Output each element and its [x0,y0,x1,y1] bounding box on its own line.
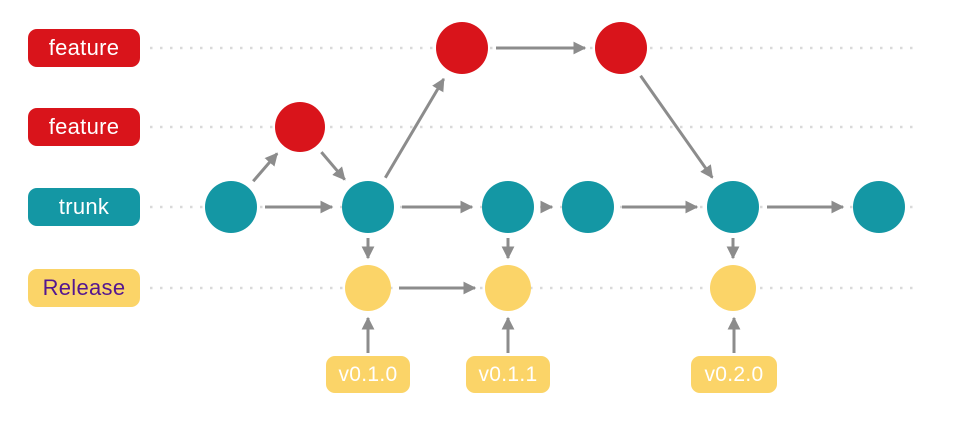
lane-label-feature-b: feature [28,108,140,146]
release-tag-v0-2-0: v0.2.0 [691,356,777,393]
edge-trunk-1-to-feature-b-1 [252,152,279,183]
commit-node-release-1 [345,265,391,311]
commit-node-trunk-6 [853,181,905,233]
release-tag-v0-1-1: v0.1.1 [466,356,550,393]
commit-node-trunk-5 [707,181,759,233]
commit-node-trunk-2 [342,181,394,233]
edge-trunk-2-to-feature-a-1 [384,77,445,179]
commit-node-release-3 [710,265,756,311]
commit-node-trunk-4 [562,181,614,233]
commit-node-release-2 [485,265,531,311]
commit-node-feature-a-2 [595,22,647,74]
edge-feature-a-2-to-trunk-5 [639,74,714,179]
lane-label-feature-a: feature [28,29,140,67]
edge-feature-b-1-to-trunk-2 [320,151,346,181]
commit-node-feature-b-1 [275,102,325,152]
release-tag-v0-1-0: v0.1.0 [326,356,410,393]
commit-node-trunk-1 [205,181,257,233]
lane-label-release: Release [28,269,140,307]
commit-node-trunk-3 [482,181,534,233]
commit-node-feature-a-1 [436,22,488,74]
lane-label-trunk: trunk [28,188,140,226]
